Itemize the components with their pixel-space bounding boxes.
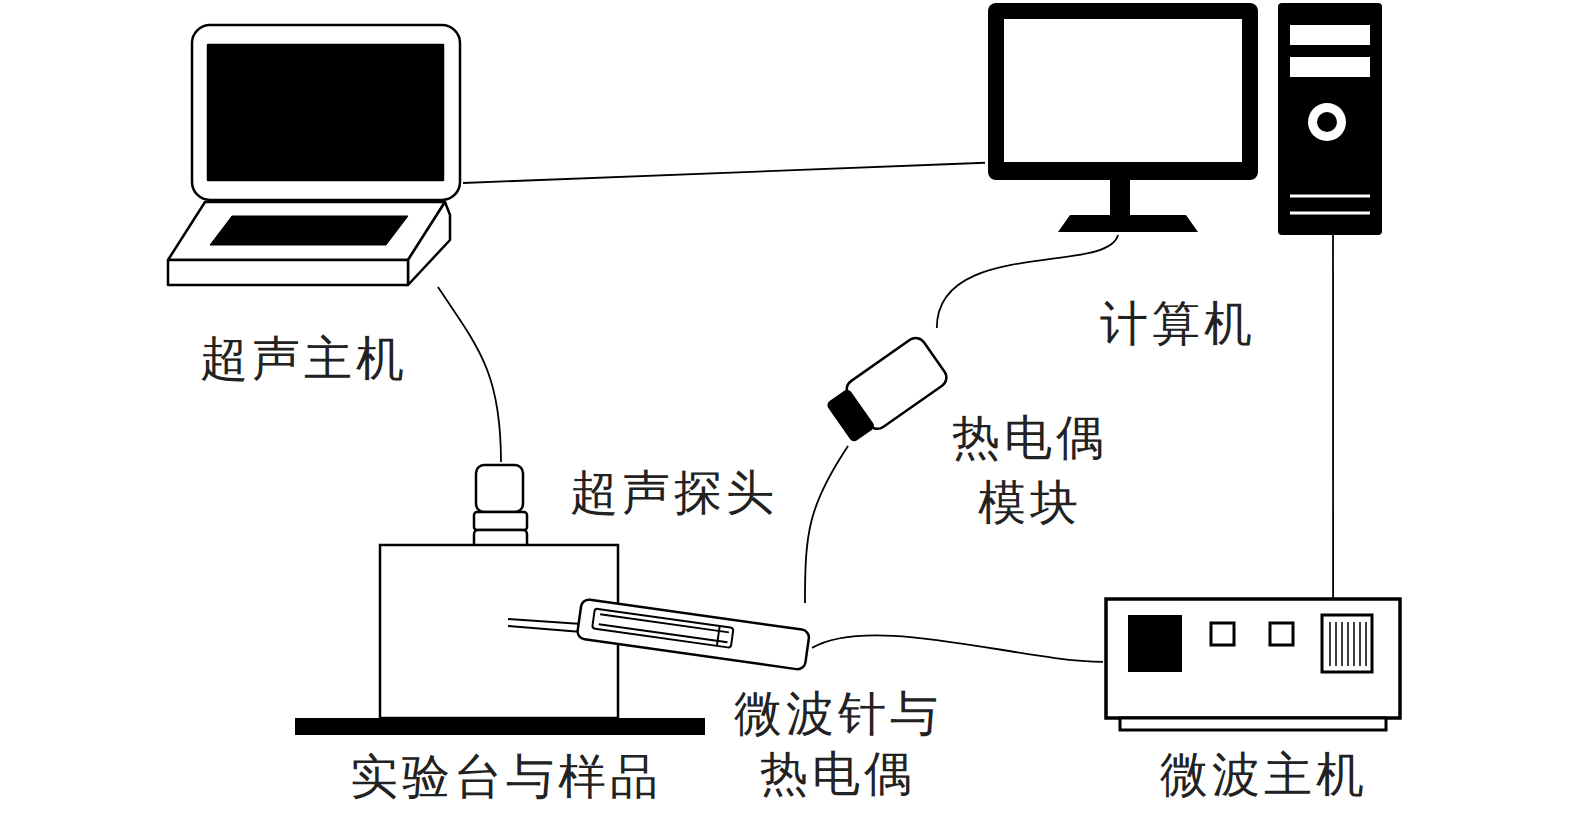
cable-connector bbox=[463, 163, 985, 183]
bench-and-sample-node: 实验台与样品 bbox=[295, 545, 705, 735]
cable-line bbox=[438, 287, 501, 462]
microwave-host-node: 微波主机 bbox=[1103, 598, 1403, 731]
device-label: 超声主机 bbox=[200, 330, 408, 388]
laptop-figure bbox=[168, 25, 460, 285]
cable-line bbox=[937, 235, 1118, 328]
cable-connector bbox=[438, 287, 501, 462]
host-figure bbox=[1106, 599, 1400, 730]
module-figure bbox=[823, 334, 950, 446]
needle-figure bbox=[508, 599, 810, 671]
grill-lines bbox=[1330, 622, 1366, 666]
cable-line bbox=[1332, 235, 1334, 598]
device-label: 计算机 bbox=[1100, 295, 1256, 353]
device-label: 热电偶模块 bbox=[946, 405, 1114, 535]
cable-connector bbox=[937, 235, 1118, 328]
cable-line bbox=[805, 446, 848, 603]
probe-figure bbox=[474, 465, 527, 549]
device-label: 实验台与样品 bbox=[350, 748, 662, 806]
computer-node: 计算机 bbox=[985, 2, 1385, 235]
thermocouple-module-node: 热电偶模块 bbox=[822, 328, 962, 446]
cable-line bbox=[812, 635, 1103, 662]
cable-line bbox=[463, 163, 985, 183]
cable-connector bbox=[1333, 235, 1334, 598]
cable-connector bbox=[805, 446, 848, 603]
ultrasound-probe-node: 超声探头 bbox=[472, 462, 530, 550]
device-label: 微波针与热电偶 bbox=[728, 683, 949, 803]
cable-connector bbox=[812, 635, 1103, 662]
ultrasound-host-node: 超声主机 bbox=[168, 25, 463, 287]
device-label: 超声探头 bbox=[570, 464, 778, 522]
tower-figure bbox=[1278, 3, 1382, 235]
device-label: 微波主机 bbox=[1160, 748, 1368, 801]
monitor-figure bbox=[988, 3, 1258, 232]
needle-and-thermocouple-node: 微波针与热电偶 bbox=[506, 603, 812, 670]
